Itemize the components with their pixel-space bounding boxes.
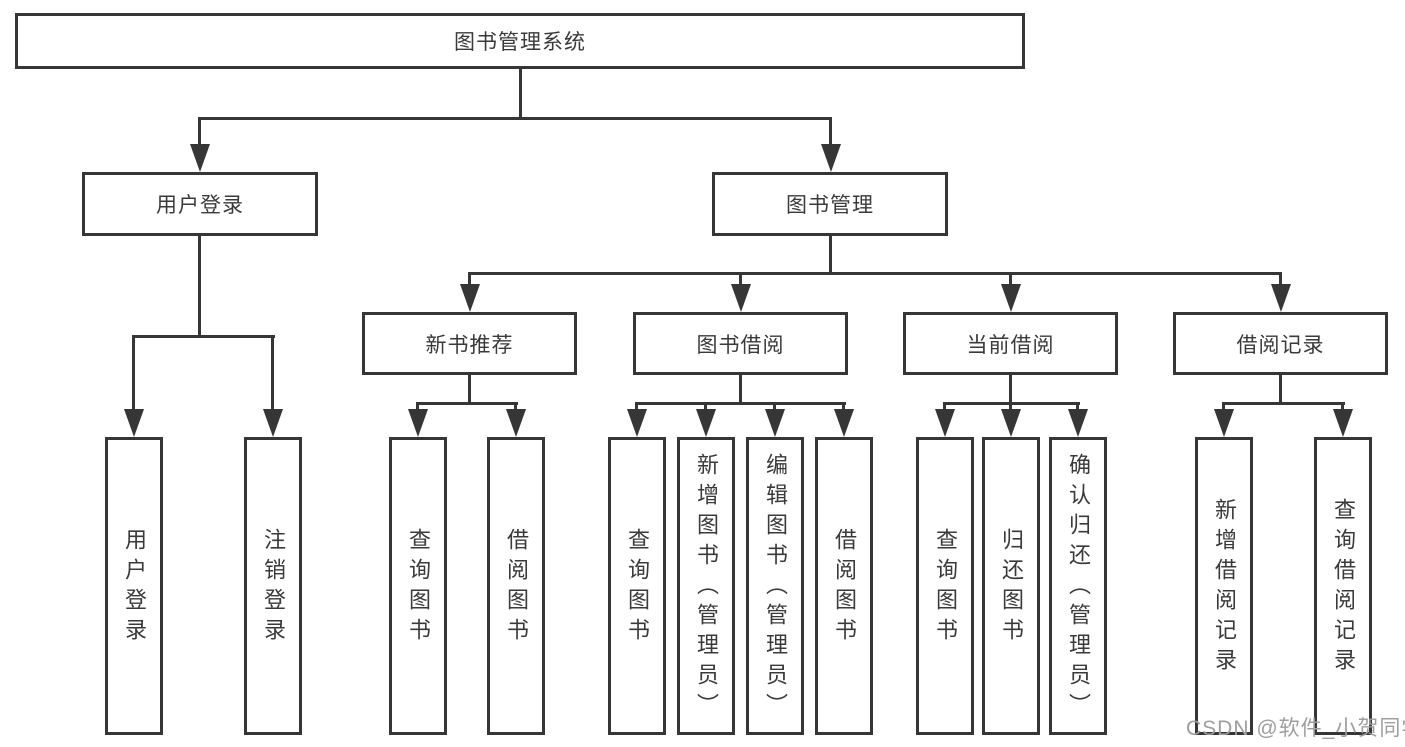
arrow-down-icon [1341, 402, 1344, 409]
connector-level3-hline [468, 272, 1282, 275]
node-leaf-bb-borrow-books: 借阅图书 [815, 437, 873, 735]
connector-book-mgmt-stem [829, 236, 832, 275]
node-leaf-cb-query-books: 查询图书 [916, 437, 974, 735]
node-leaf-bb-add-books: 新增图书（管理员） [677, 437, 735, 735]
arrow-down-icon [271, 335, 274, 409]
node-leaf-nb-query-books: 查询图书 [389, 437, 447, 735]
connector-new-book-stem [468, 375, 471, 404]
node-current-borrowing: 当前借阅 [903, 312, 1118, 375]
connector-borrowing-records-stem [1279, 375, 1282, 404]
node-new-book-recommend: 新书推荐 [362, 312, 577, 375]
connector-user-login-hline [132, 335, 275, 338]
node-leaf-br-query-record: 查询借阅记录 [1314, 437, 1372, 735]
node-leaf-cb-confirm-return: 确认归还（管理员） [1049, 437, 1107, 735]
connector-level2-hline [198, 117, 832, 120]
arrow-down-icon [773, 402, 776, 409]
arrow-down-icon [635, 402, 638, 409]
arrow-down-icon [416, 402, 419, 409]
node-book-management: 图书管理 [712, 172, 948, 236]
arrow-down-icon [468, 272, 471, 284]
node-root: 图书管理系统 [15, 13, 1025, 69]
arrow-down-icon [842, 402, 845, 409]
arrow-down-icon [1279, 272, 1282, 284]
arrow-down-icon [739, 272, 742, 284]
arrow-down-icon [198, 117, 201, 144]
node-leaf-bb-edit-books: 编辑图书（管理员） [746, 437, 804, 735]
node-leaf-logout-login: 注销登录 [244, 437, 302, 735]
arrow-down-icon [943, 402, 946, 409]
arrow-down-icon [829, 117, 832, 144]
node-leaf-nb-borrow-books: 借阅图书 [487, 437, 545, 735]
arrow-down-icon [514, 402, 517, 409]
csdn-watermark: CSDN @软件_小贺同学 [1186, 717, 1405, 740]
arrow-down-icon [1009, 402, 1012, 409]
arrow-down-icon [1076, 402, 1079, 409]
connector-current-borrowing-stem [1009, 375, 1012, 404]
arrow-down-icon [132, 335, 135, 409]
connector-book-borrowing-stem [739, 375, 742, 404]
connector-book-borrowing-hline [635, 402, 846, 405]
node-user-login: 用户登录 [82, 172, 318, 236]
node-leaf-cb-return-books: 归还图书 [982, 437, 1040, 735]
connector-borrowing-records-hline [1222, 402, 1345, 405]
arrow-down-icon [704, 402, 707, 409]
connector-root-stem [519, 69, 522, 119]
connector-new-book-hline [416, 402, 518, 405]
arrow-down-icon [1222, 402, 1225, 409]
node-leaf-user-login: 用户登录 [105, 437, 163, 735]
node-leaf-br-add-record: 新增借阅记录 [1195, 437, 1253, 735]
node-borrowing-records: 借阅记录 [1173, 312, 1388, 375]
arrow-down-icon [1009, 272, 1012, 284]
node-book-borrowing: 图书借阅 [633, 312, 848, 375]
connector-user-login-stem [198, 236, 201, 337]
node-leaf-bb-query-books: 查询图书 [608, 437, 666, 735]
